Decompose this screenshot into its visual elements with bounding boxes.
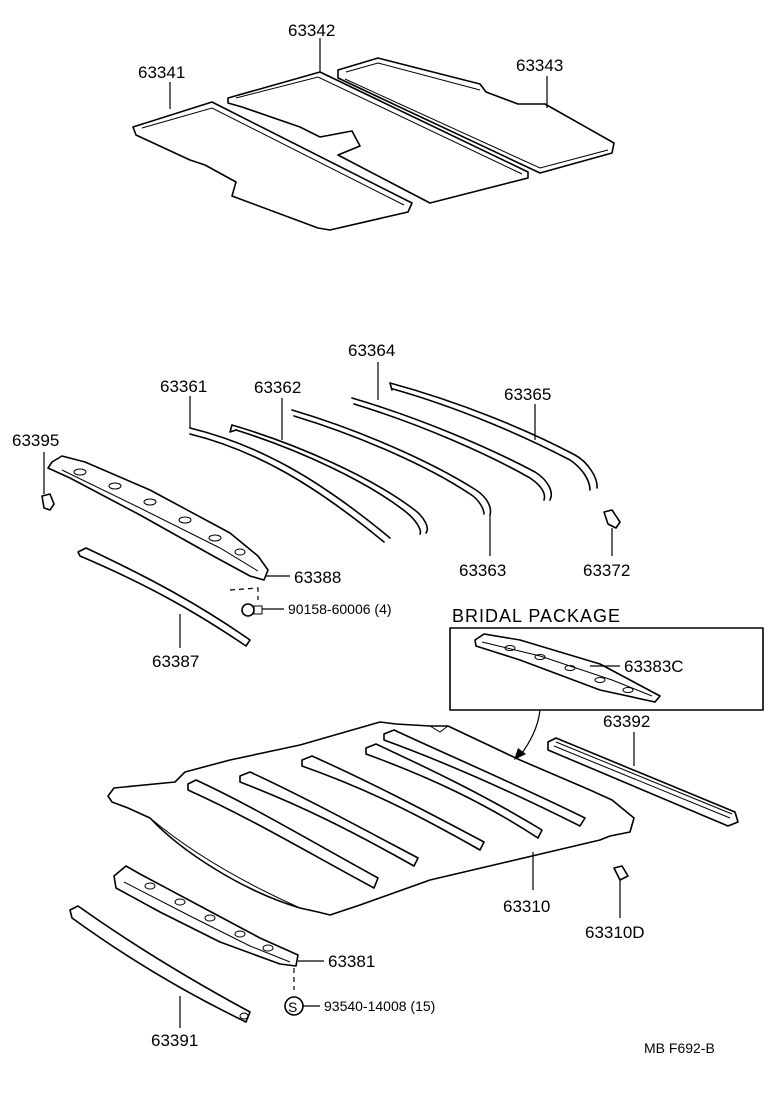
clip-63372 — [603, 509, 621, 529]
label-63388: 63388 — [294, 568, 341, 587]
label-93540: 93540-14008 (15) — [324, 998, 435, 1014]
label-63395: 63395 — [12, 431, 59, 450]
rail-63381 — [113, 865, 299, 967]
rail-63383c — [474, 633, 661, 703]
label-63310d: 63310D — [585, 923, 645, 942]
label-63362: 63362 — [254, 378, 301, 397]
screw-symbol-icon: S — [284, 996, 304, 1016]
side-rail-63388 — [47, 455, 269, 581]
bow-63363 — [291, 409, 492, 516]
clip-63310d — [613, 865, 629, 881]
clip-63395 — [41, 493, 55, 511]
weatherstrip-63392 — [547, 737, 739, 827]
label-63392: 63392 — [603, 712, 650, 731]
dash-90158 — [229, 587, 259, 600]
label-63310: 63310 — [503, 897, 550, 916]
label-63387: 63387 — [152, 652, 199, 671]
package-arrowhead — [514, 748, 526, 760]
bow-63362 — [229, 424, 428, 535]
label-63381: 63381 — [328, 952, 375, 971]
bolt-90158 — [241, 603, 263, 617]
bow-63364 — [351, 397, 552, 501]
panel-63341 — [132, 101, 413, 231]
bow-63365 — [389, 382, 598, 491]
footer-code: MB F692-B — [644, 1040, 715, 1056]
label-63364: 63364 — [348, 341, 395, 360]
label-63342: 63342 — [288, 21, 335, 40]
label-63391: 63391 — [151, 1031, 198, 1050]
label-63361: 63361 — [160, 377, 207, 396]
bridal-package-title: BRIDAL PACKAGE — [452, 606, 621, 626]
panel-63342 — [227, 71, 529, 204]
weatherstrip-63387 — [77, 547, 251, 647]
weatherstrip-63391 — [69, 905, 251, 1023]
screw-symbol-text: S — [288, 999, 297, 1015]
label-63365: 63365 — [504, 385, 551, 404]
label-90158: 90158-60006 (4) — [288, 601, 392, 617]
bow-63361 — [189, 427, 391, 543]
label-63341: 63341 — [138, 63, 185, 82]
label-63363: 63363 — [459, 561, 506, 580]
label-63372: 63372 — [583, 561, 630, 580]
panel-63343 — [337, 57, 615, 174]
bridal-package-box — [449, 627, 764, 711]
label-63383c: 63383C — [624, 657, 684, 676]
headlining-63310 — [107, 721, 635, 916]
label-63343: 63343 — [516, 56, 563, 75]
package-arrow — [519, 709, 541, 757]
